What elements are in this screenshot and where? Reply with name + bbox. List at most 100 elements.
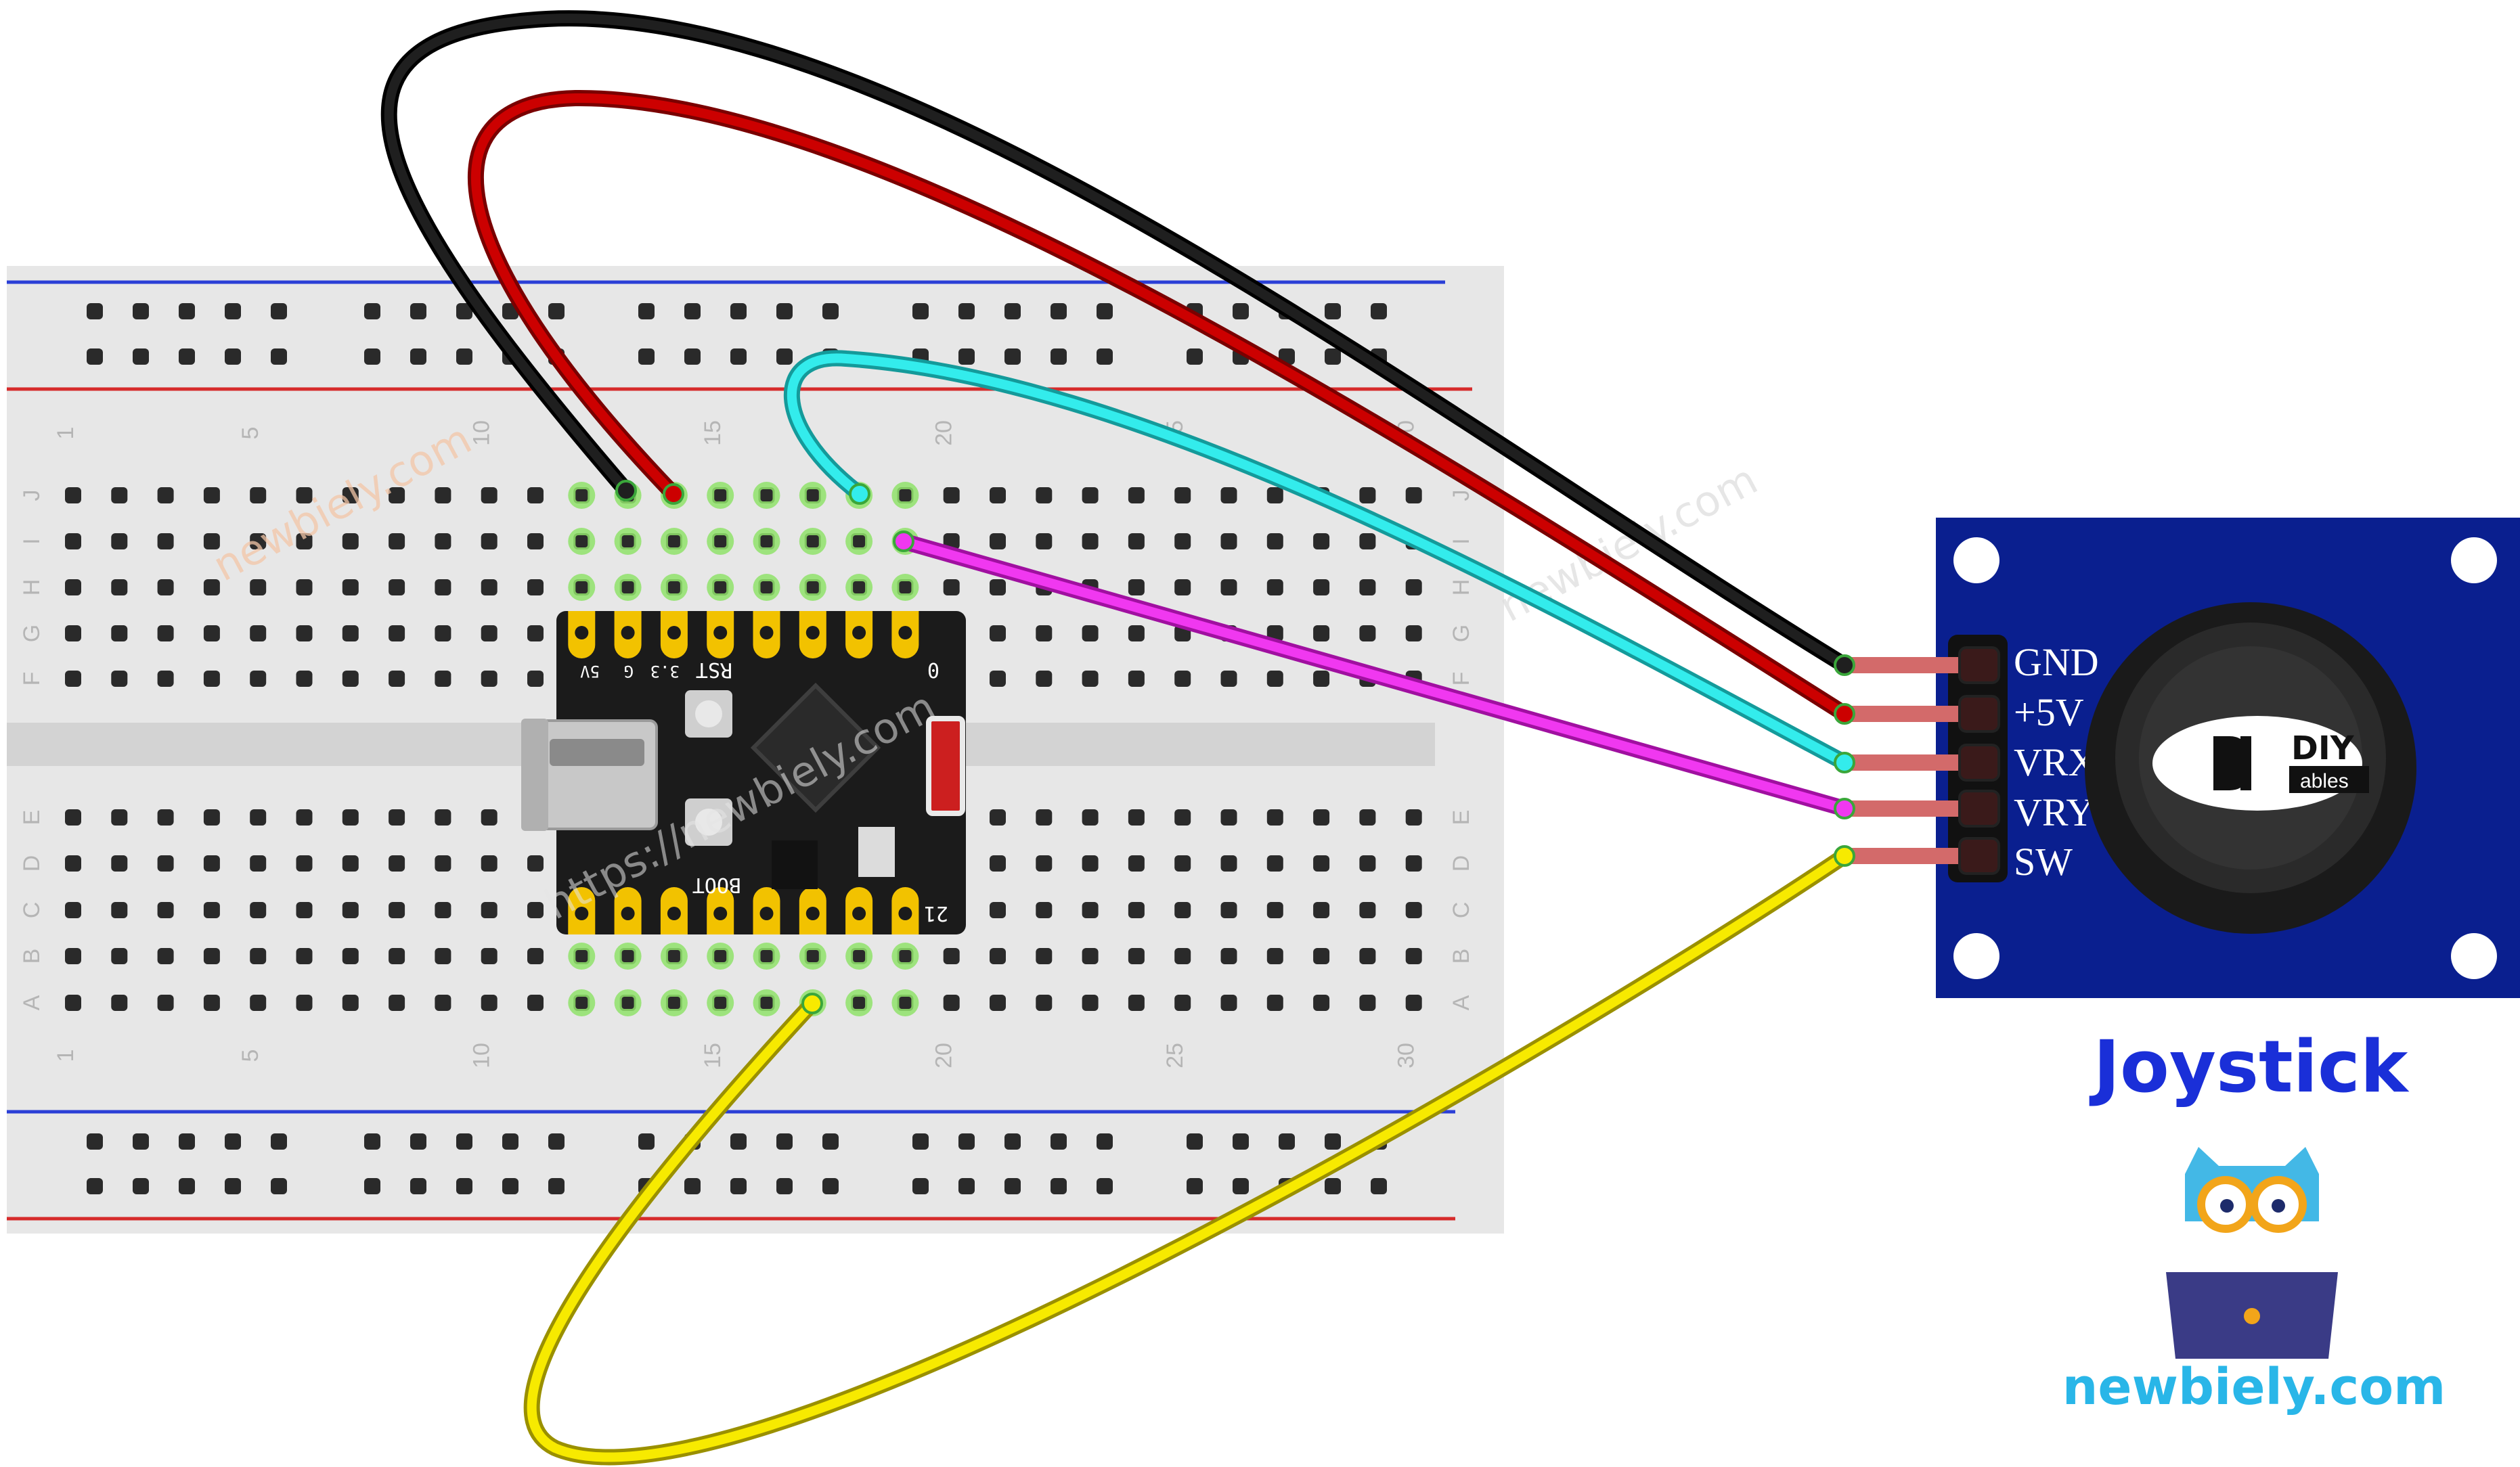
breadboard-hole[interactable] xyxy=(527,902,544,918)
breadboard-hole[interactable] xyxy=(1174,671,1191,687)
breadboard-hole[interactable] xyxy=(250,625,267,641)
rail-hole[interactable] xyxy=(179,1133,195,1150)
breadboard-hole[interactable] xyxy=(1405,625,1422,641)
breadboard-hole[interactable] xyxy=(1128,533,1145,549)
breadboard-hole[interactable] xyxy=(1036,855,1053,872)
breadboard-hole[interactable] xyxy=(1174,487,1191,503)
rail-hole[interactable] xyxy=(87,1178,103,1194)
breadboard-hole[interactable] xyxy=(1036,671,1053,687)
rail-hole[interactable] xyxy=(364,348,380,365)
rail-hole[interactable] xyxy=(1004,348,1021,365)
breadboard-hole[interactable] xyxy=(943,948,960,964)
breadboard-hole[interactable] xyxy=(1174,995,1191,1011)
breadboard-hole[interactable] xyxy=(1128,809,1145,826)
rail-hole[interactable] xyxy=(1325,348,1341,365)
breadboard-hole[interactable] xyxy=(342,902,359,918)
rail-hole[interactable] xyxy=(364,1133,380,1150)
breadboard-hole[interactable] xyxy=(990,809,1006,826)
breadboard-hole[interactable] xyxy=(1220,995,1237,1011)
breadboard-hole[interactable] xyxy=(527,671,544,687)
breadboard-hole[interactable] xyxy=(1359,948,1376,964)
breadboard-hole[interactable] xyxy=(435,809,451,826)
breadboard-hole[interactable] xyxy=(527,948,544,964)
rail-hole[interactable] xyxy=(456,1133,472,1150)
breadboard-hole[interactable] xyxy=(296,579,313,595)
breadboard-hole[interactable] xyxy=(1313,625,1330,641)
breadboard-hole[interactable] xyxy=(65,579,81,595)
breadboard-hole[interactable] xyxy=(296,809,313,826)
rail-hole[interactable] xyxy=(684,1178,701,1194)
breadboard-hole[interactable] xyxy=(296,533,313,549)
breadboard-hole[interactable] xyxy=(1220,533,1237,549)
breadboard-hole[interactable] xyxy=(1128,855,1145,872)
rail-hole[interactable] xyxy=(502,1133,518,1150)
rail-hole[interactable] xyxy=(822,1178,839,1194)
rail-hole[interactable] xyxy=(271,348,287,365)
breadboard-hole[interactable] xyxy=(1313,855,1330,872)
breadboard-hole[interactable] xyxy=(1128,902,1145,918)
breadboard-hole[interactable] xyxy=(1359,902,1376,918)
breadboard-hole[interactable] xyxy=(435,625,451,641)
breadboard-hole[interactable] xyxy=(990,995,1006,1011)
breadboard-hole[interactable] xyxy=(1313,948,1330,964)
breadboard-hole[interactable] xyxy=(1313,579,1330,595)
rail-hole[interactable] xyxy=(912,1178,929,1194)
rail-hole[interactable] xyxy=(1279,1133,1295,1150)
breadboard-hole[interactable] xyxy=(389,533,405,549)
breadboard-hole[interactable] xyxy=(943,995,960,1011)
breadboard-hole[interactable] xyxy=(203,855,220,872)
breadboard-hole[interactable] xyxy=(1174,579,1191,595)
breadboard-hole[interactable] xyxy=(1266,902,1283,918)
breadboard-hole[interactable] xyxy=(203,809,220,826)
rail-hole[interactable] xyxy=(822,1133,839,1150)
breadboard-hole[interactable] xyxy=(65,533,81,549)
breadboard-hole[interactable] xyxy=(250,948,267,964)
rail-hole[interactable] xyxy=(776,1133,793,1150)
breadboard-hole[interactable] xyxy=(296,902,313,918)
breadboard-hole[interactable] xyxy=(157,902,174,918)
rail-hole[interactable] xyxy=(730,303,747,319)
breadboard-hole[interactable] xyxy=(1405,948,1422,964)
rail-hole[interactable] xyxy=(179,1178,195,1194)
breadboard-hole[interactable] xyxy=(481,855,498,872)
breadboard-hole[interactable] xyxy=(1405,902,1422,918)
rail-hole[interactable] xyxy=(548,1133,565,1150)
breadboard-hole[interactable] xyxy=(157,533,174,549)
rail-hole[interactable] xyxy=(1004,1178,1021,1194)
breadboard-hole[interactable] xyxy=(1313,902,1330,918)
rail-hole[interactable] xyxy=(225,348,241,365)
breadboard-hole[interactable] xyxy=(111,533,128,549)
rail-hole[interactable] xyxy=(1051,348,1067,365)
breadboard-hole[interactable] xyxy=(1128,487,1145,503)
breadboard-hole[interactable] xyxy=(111,902,128,918)
rail-hole[interactable] xyxy=(1325,1178,1341,1194)
rail-hole[interactable] xyxy=(1325,303,1341,319)
rail-hole[interactable] xyxy=(87,1133,103,1150)
breadboard-hole[interactable] xyxy=(65,995,81,1011)
breadboard-hole[interactable] xyxy=(65,948,81,964)
breadboard-hole[interactable] xyxy=(1174,855,1191,872)
rail-hole[interactable] xyxy=(410,348,426,365)
breadboard-hole[interactable] xyxy=(203,995,220,1011)
breadboard-hole[interactable] xyxy=(943,579,960,595)
breadboard-hole[interactable] xyxy=(1082,902,1099,918)
breadboard-hole[interactable] xyxy=(1266,995,1283,1011)
breadboard-hole[interactable] xyxy=(65,625,81,641)
breadboard-hole[interactable] xyxy=(990,671,1006,687)
rail-hole[interactable] xyxy=(364,303,380,319)
breadboard-hole[interactable] xyxy=(527,533,544,549)
breadboard-hole[interactable] xyxy=(111,995,128,1011)
rail-hole[interactable] xyxy=(502,1178,518,1194)
breadboard-hole[interactable] xyxy=(342,579,359,595)
rail-hole[interactable] xyxy=(179,348,195,365)
rail-hole[interactable] xyxy=(179,303,195,319)
breadboard-hole[interactable] xyxy=(1082,671,1099,687)
breadboard-hole[interactable] xyxy=(157,579,174,595)
rail-hole[interactable] xyxy=(1187,1178,1203,1194)
breadboard-hole[interactable] xyxy=(389,809,405,826)
breadboard-hole[interactable] xyxy=(250,487,267,503)
breadboard-hole[interactable] xyxy=(342,809,359,826)
breadboard-hole[interactable] xyxy=(203,533,220,549)
rail-hole[interactable] xyxy=(730,348,747,365)
breadboard-hole[interactable] xyxy=(481,579,498,595)
